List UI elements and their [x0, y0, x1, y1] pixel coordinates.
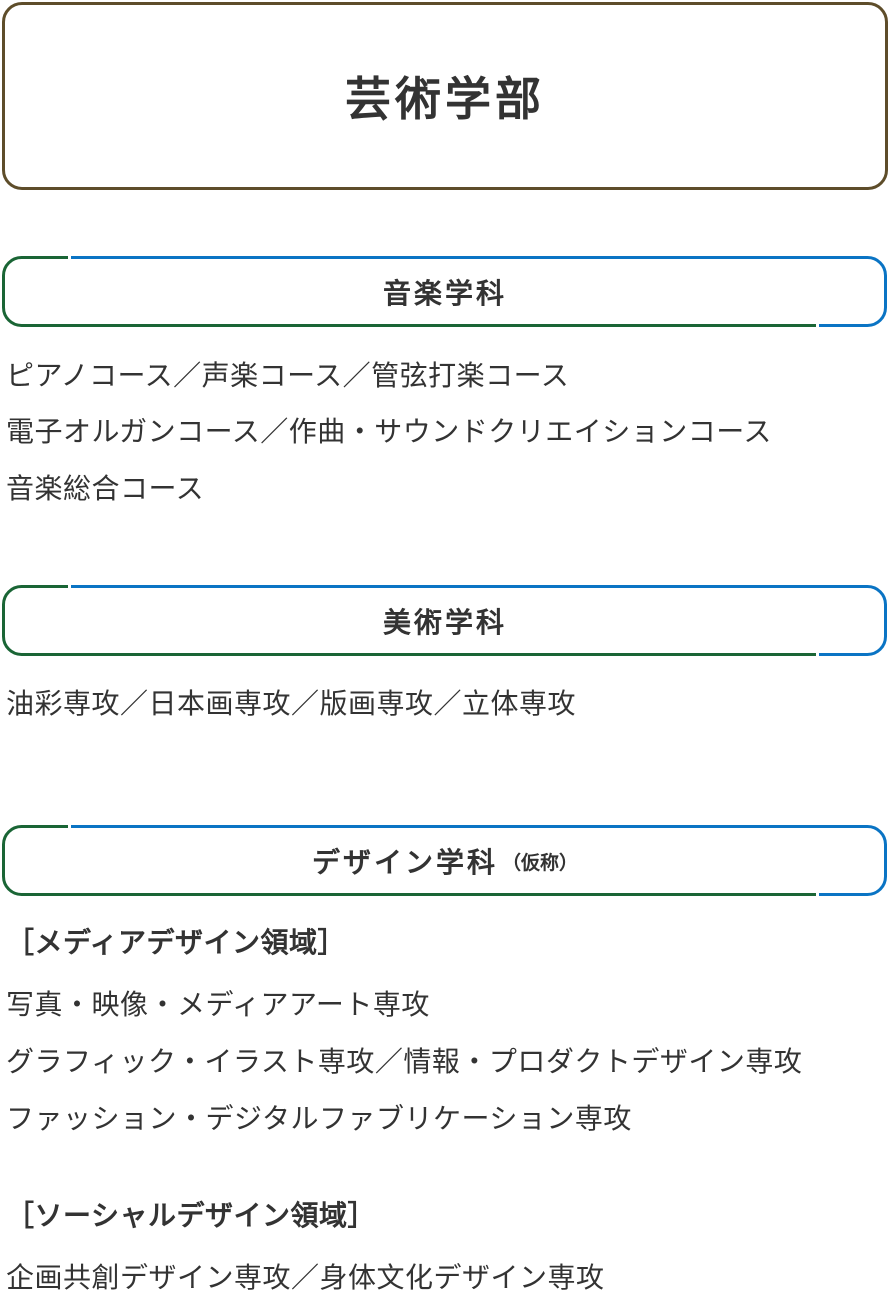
department-note: （仮称） [502, 851, 579, 874]
course-line: ファッション・デジタルファブリケーション専攻 [6, 1102, 632, 1135]
border-blue-segment [71, 256, 887, 327]
border-green-segment [2, 825, 816, 896]
course-line: 企画共創デザイン専攻／身体文化デザイン専攻 [6, 1261, 605, 1294]
department-header-fine-arts: 美術学科 [0, 584, 890, 658]
border-blue-segment [71, 825, 887, 896]
border-blue-segment [71, 585, 887, 656]
department-name: 美術学科 [382, 606, 507, 639]
faculty-title: 芸術学部 [345, 72, 545, 126]
department-name: デザイン学科 [311, 846, 498, 879]
department-header-design: デザイン学科（仮称） [0, 824, 890, 898]
department-header-border [2, 585, 887, 656]
course-line: 電子オルガンコース／作曲・サウンドクリエイションコース [6, 415, 772, 448]
domain-title: ［ソーシャルデザイン領域］ [6, 1199, 376, 1232]
border-green-segment [2, 256, 816, 327]
course-line: 音楽総合コース [6, 472, 205, 505]
course-line: ピアノコース／声楽コース／管弦打楽コース [6, 359, 570, 392]
border-green-segment [2, 585, 816, 656]
faculty-title-box: 芸術学部 [2, 2, 888, 190]
department-header-border [2, 256, 887, 327]
department-header-music: 音楽学科 [0, 255, 890, 329]
course-line: 油彩専攻／日本画専攻／版画専攻／立体専攻 [6, 687, 577, 720]
department-header-border [2, 825, 887, 896]
domain-title: ［メディアデザイン領域］ [6, 926, 347, 959]
course-line: 写真・映像・メディアアート専攻 [6, 988, 430, 1021]
department-name: 音楽学科 [382, 277, 507, 310]
course-line: グラフィック・イラスト専攻／情報・プロダクトデザイン専攻 [6, 1045, 803, 1078]
